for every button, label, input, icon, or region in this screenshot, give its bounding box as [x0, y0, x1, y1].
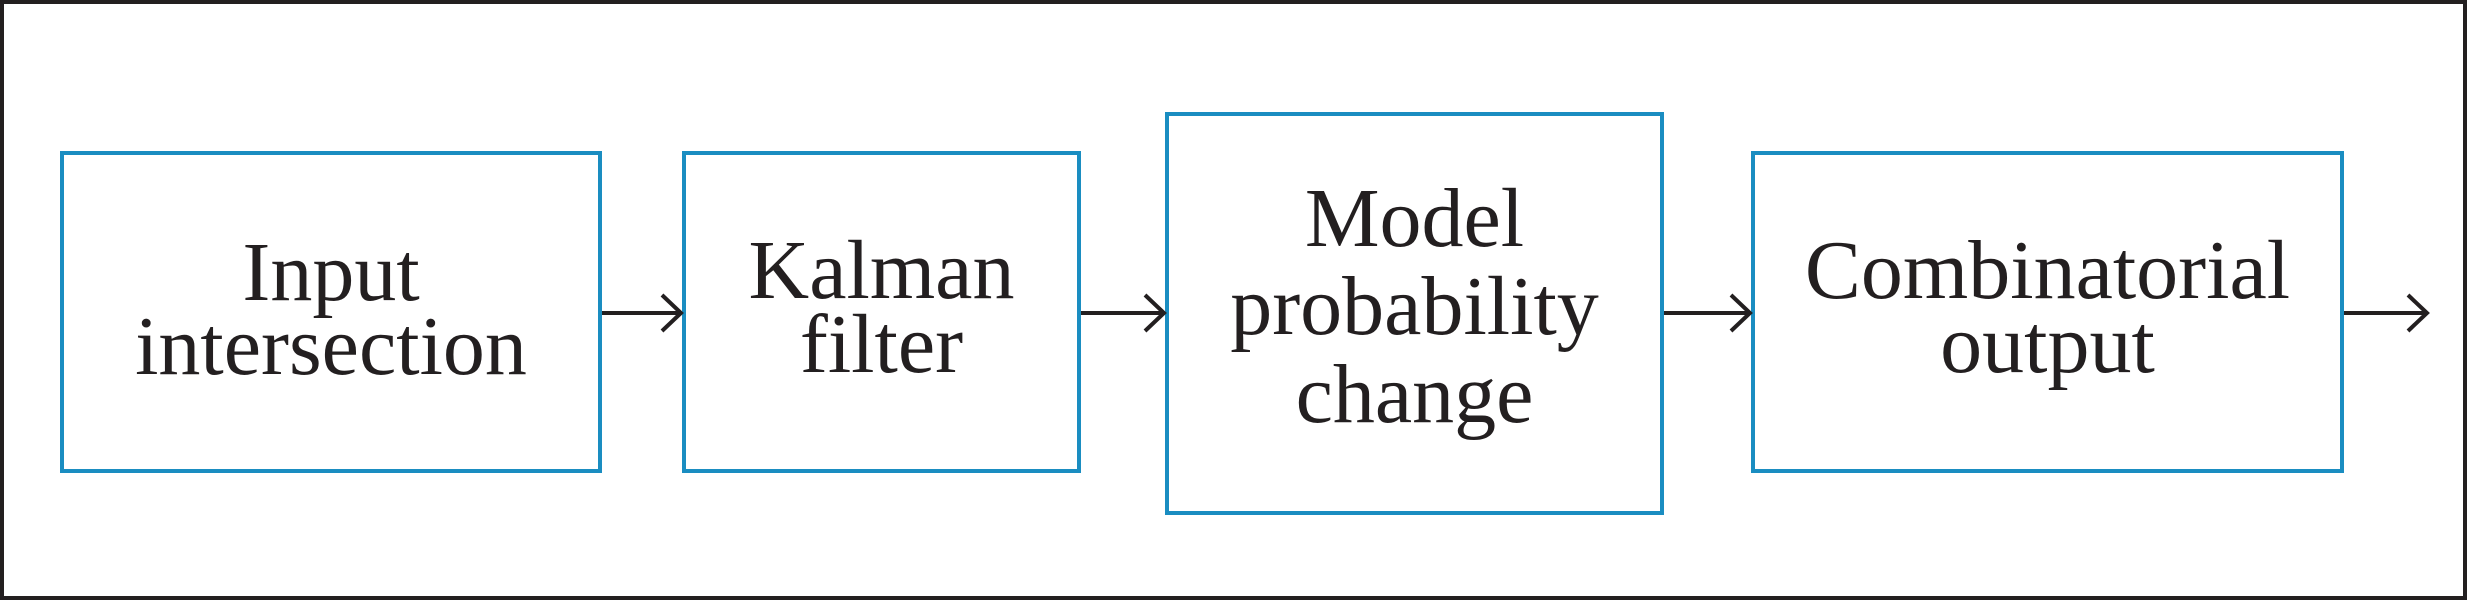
node-label: Input intersection	[135, 226, 527, 393]
node-kalman-filter: Kalman filter	[682, 151, 1081, 473]
node-combinatorial-output: Combinatorial output	[1751, 151, 2344, 473]
node-label: Combinatorial output	[1804, 224, 2291, 391]
arrow-input-to-kalman	[602, 293, 684, 333]
node-input-intersection: Input intersection	[60, 151, 602, 473]
node-label: Kalman filter	[748, 224, 1015, 391]
arrow-model-to-combinatorial	[1664, 293, 1753, 333]
arrow-kalman-to-model	[1081, 293, 1167, 333]
node-label: Model probability change	[1230, 171, 1599, 441]
node-model-probability-change: Model probability change	[1165, 112, 1664, 515]
arrow-output-exit	[2344, 293, 2430, 333]
